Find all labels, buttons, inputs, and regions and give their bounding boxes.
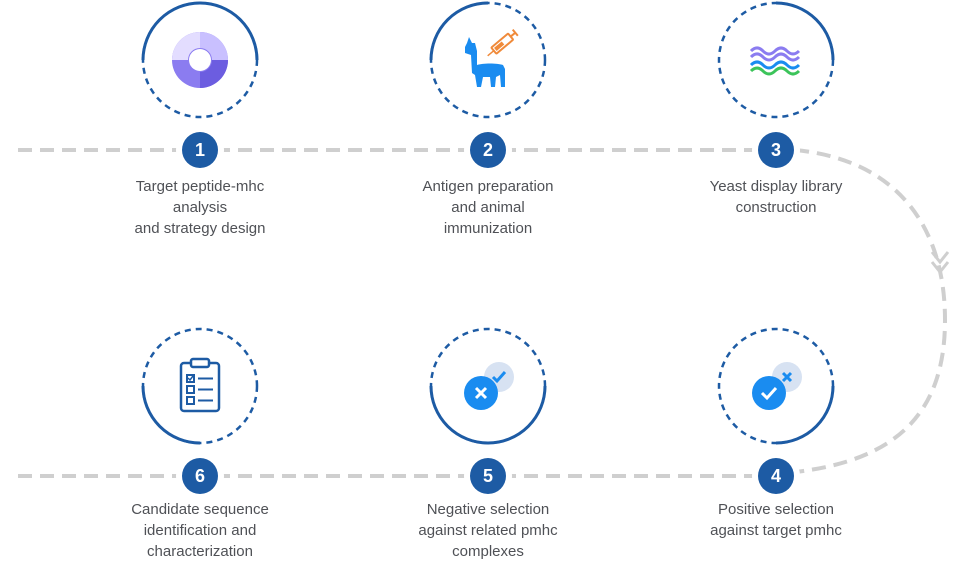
step-ring xyxy=(656,326,896,476)
step-ring xyxy=(368,326,608,476)
flow-arrow-icon xyxy=(930,251,950,265)
step-label: Positive selection against target pmhc xyxy=(710,501,842,539)
step-ring xyxy=(80,0,320,150)
step-number-badge: 4 xyxy=(758,458,794,494)
llama-syringe-icon xyxy=(453,25,523,95)
step-ring xyxy=(368,0,608,150)
step-label: Candidate sequence identification and ch… xyxy=(131,501,269,560)
step-ring xyxy=(80,326,320,476)
step-number-badge: 1 xyxy=(182,132,218,168)
step-number-badge: 5 xyxy=(470,458,506,494)
clipboard-checklist-icon xyxy=(165,351,235,421)
check-cross-icon xyxy=(741,351,811,421)
step-label: Yeast display library construction xyxy=(709,178,843,216)
dna-waves-icon xyxy=(741,25,811,95)
step-label: Negative selection against related pmhc … xyxy=(418,501,558,560)
step-number-badge: 2 xyxy=(470,132,506,168)
connector-curve xyxy=(794,148,948,474)
peptide-mhc-donut-icon xyxy=(165,25,235,95)
step-label: Antigen preparation and animal immunizat… xyxy=(422,178,554,237)
cross-check-icon xyxy=(453,351,523,421)
flow-arrow-icon xyxy=(930,261,950,275)
step-number-badge: 6 xyxy=(182,458,218,494)
step-number-badge: 3 xyxy=(758,132,794,168)
step-label: Target peptide-mhc analysis and strategy… xyxy=(134,178,266,237)
step-ring xyxy=(656,0,896,150)
